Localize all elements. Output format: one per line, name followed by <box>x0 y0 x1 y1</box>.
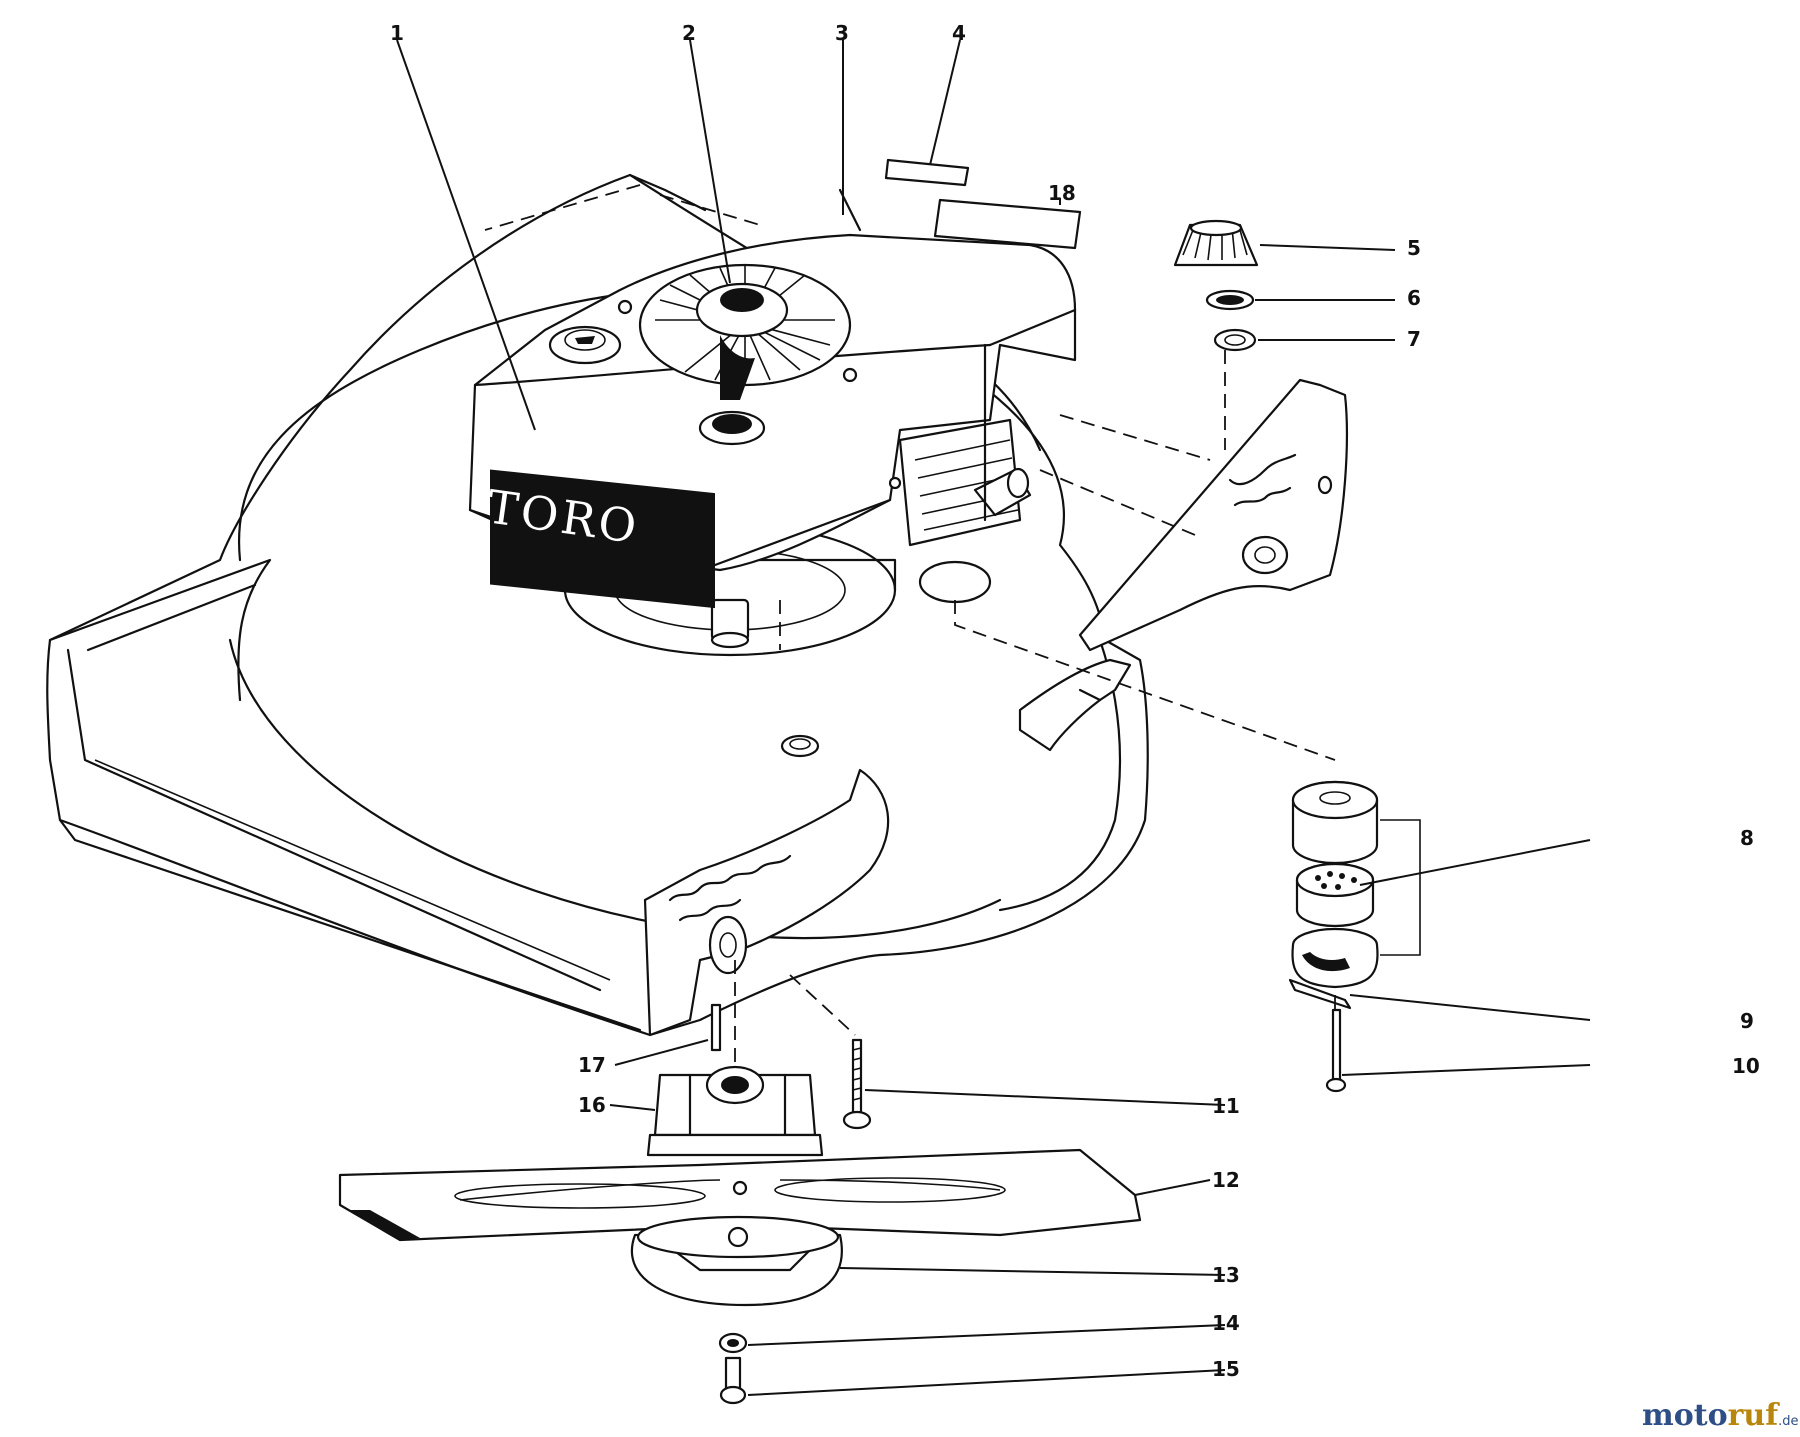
svg-text:motoruf.de: motoruf.de <box>1642 1398 1799 1433</box>
label-15: 15 <box>1212 1357 1240 1381</box>
watermark-part1: moto <box>1642 1398 1728 1433</box>
washer-6 <box>1205 289 1255 311</box>
label-2: 2 <box>682 21 696 45</box>
label-18: 18 <box>1048 181 1076 205</box>
label-5: 5 <box>1407 236 1421 260</box>
bolt-10 <box>1325 1008 1347 1093</box>
watermark-suffix: .de <box>1778 1414 1798 1429</box>
label-11: 11 <box>1212 1094 1240 1118</box>
label-7: 7 <box>1407 327 1421 351</box>
adapter-assembly-8 <box>1291 780 1421 989</box>
part-numbers: 1 2 3 4 18 5 6 7 8 9 10 11 12 13 14 15 1… <box>390 21 1760 1381</box>
front-height-bracket <box>643 768 890 1037</box>
label-16: 16 <box>578 1093 606 1117</box>
blade-adapter-16 <box>646 1065 824 1157</box>
blade-stiffener-13 <box>630 1215 843 1307</box>
label-14: 14 <box>1212 1311 1240 1335</box>
engine: TORO <box>468 233 1077 657</box>
assembly-lines <box>484 184 1336 1065</box>
decal-18 <box>933 198 1082 250</box>
label-6: 6 <box>1407 286 1421 310</box>
label-8: 8 <box>1740 826 1754 850</box>
lockwasher-14 <box>718 1332 748 1354</box>
label-12: 12 <box>1212 1168 1240 1192</box>
leader-lines <box>396 39 1591 1396</box>
toro-plate <box>490 469 715 609</box>
key-17 <box>710 1003 722 1052</box>
rear-baffle <box>1018 658 1132 752</box>
bolt-11 <box>842 1038 872 1130</box>
deck-boss <box>780 734 820 758</box>
knob-5 <box>1173 219 1259 267</box>
decal-4 <box>884 158 970 187</box>
washer-7 <box>1213 328 1257 352</box>
bolt-15 <box>719 1356 747 1405</box>
label-13: 13 <box>1212 1263 1240 1287</box>
label-4: 4 <box>952 21 966 45</box>
watermark-part2: ruf <box>1728 1398 1781 1433</box>
label-3: 3 <box>835 21 849 45</box>
label-17: 17 <box>578 1053 606 1077</box>
label-10: 10 <box>1732 1054 1760 1078</box>
blade-12 <box>338 1148 1142 1242</box>
rear-height-bracket <box>1078 378 1348 652</box>
label-9: 9 <box>1740 1009 1754 1033</box>
label-1: 1 <box>390 21 404 45</box>
watermark: motoruf.de <box>1642 1398 1799 1433</box>
